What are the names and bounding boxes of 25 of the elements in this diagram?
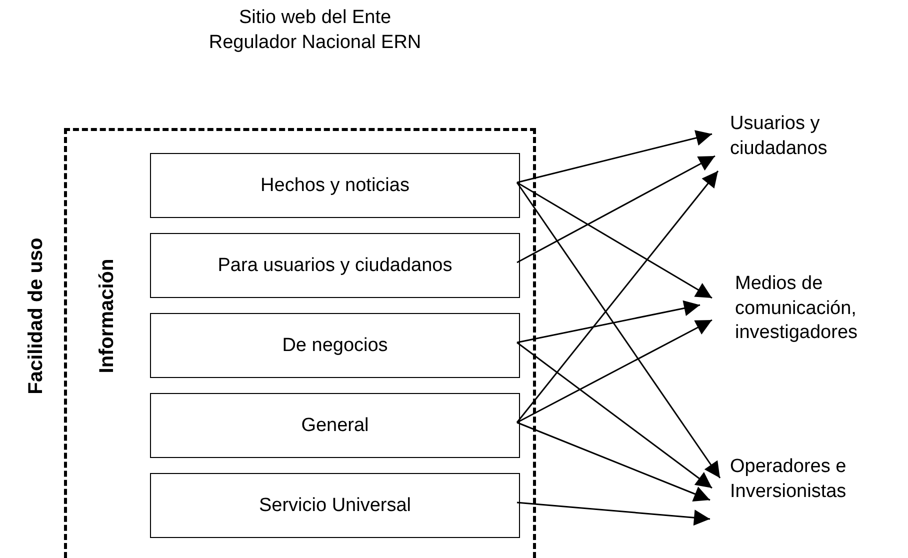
group-heading: Facilidad de uso: [24, 236, 48, 396]
group-heading: Información: [95, 258, 119, 376]
category-box: [150, 473, 520, 538]
audience-label: Usuarios y ciudadanos: [730, 112, 900, 168]
arrow: [516, 130, 712, 184]
arrow: [516, 319, 712, 424]
category-box: [150, 313, 520, 378]
category-box: [150, 393, 520, 458]
category-box: [150, 233, 520, 298]
category-label: Servicio Universal: [258, 494, 412, 518]
arrow: [516, 155, 716, 264]
category-label: De negocios: [282, 334, 388, 358]
arrow: [516, 182, 721, 478]
arrow: [516, 182, 712, 299]
audience-label: Medios de comunicación, investigadores: [735, 272, 905, 356]
category-label: General: [301, 414, 369, 438]
category-label: Hechos y noticias: [260, 174, 410, 198]
category-box: [150, 153, 520, 218]
audience-label: Operadores e Inversionistas: [730, 455, 905, 511]
arrow: [516, 300, 700, 344]
arrow: [516, 422, 710, 502]
arrow: [516, 342, 712, 489]
category-label: Para usuarios y ciudadanos: [218, 254, 452, 278]
arrow: [516, 170, 719, 423]
diagram-title: Sitio web del Ente Regulador Nacional ERN: [208, 6, 422, 55]
